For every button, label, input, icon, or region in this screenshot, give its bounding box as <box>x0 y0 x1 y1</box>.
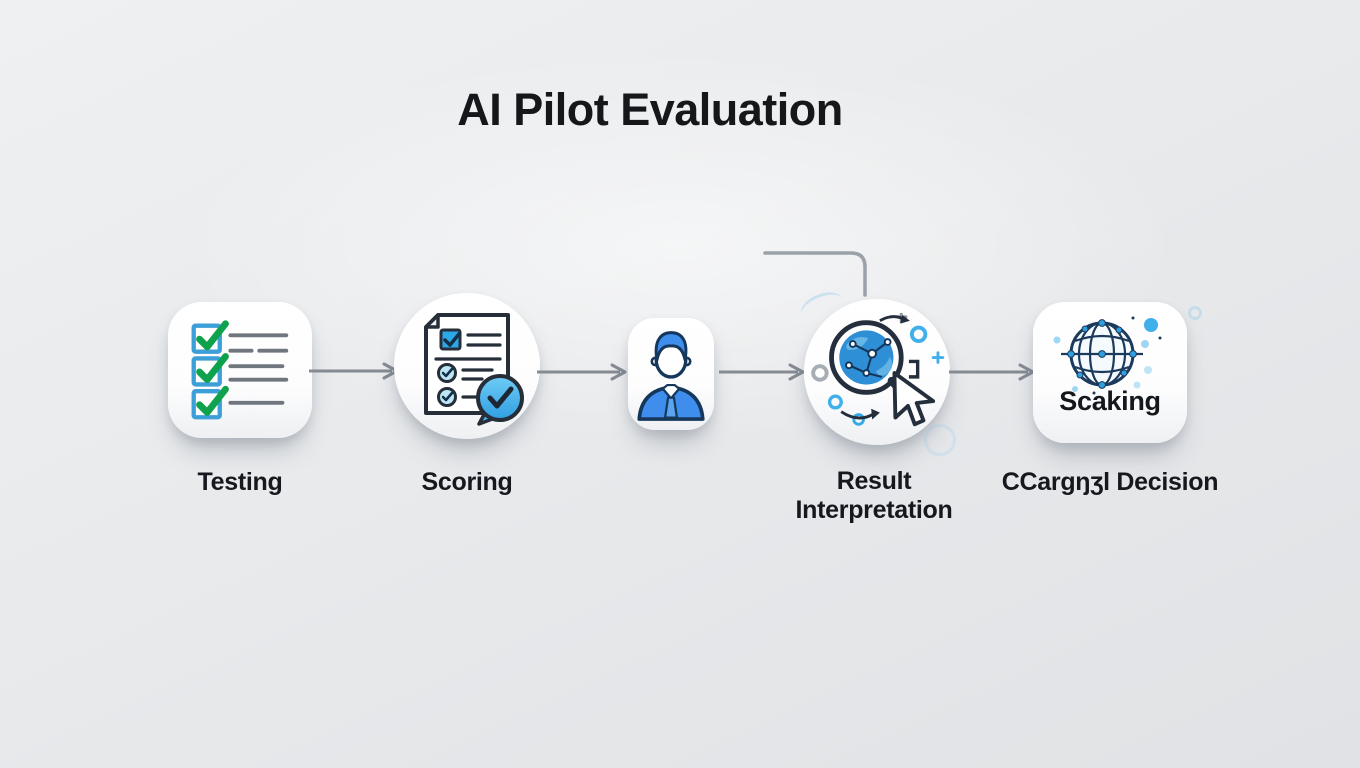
person-icon <box>637 331 705 421</box>
step-label-line-1: Result <box>836 467 912 495</box>
step-card-testing <box>168 302 312 438</box>
step-label-testing: Testing <box>197 468 283 496</box>
decor-ring-right-of-scaling <box>1188 306 1202 320</box>
step-label-scaling-decision: CCargŋʒl Decision <box>1001 468 1219 496</box>
step-card-scaling: Scaking <box>1033 302 1187 443</box>
flow-arrow-3 <box>719 363 805 381</box>
diagram-title: AI Pilot Evaluation <box>457 84 843 135</box>
flow-arrow-1 <box>309 362 399 380</box>
elbow-connector-line <box>763 251 867 297</box>
analysis-magnifier-icon <box>811 313 945 427</box>
document-review-icon <box>424 313 524 426</box>
flow-arrow-2 <box>537 363 627 381</box>
step-label-line-2: Interpretation <box>795 496 953 524</box>
network-globe-icon <box>1053 316 1162 395</box>
step-card-result-interpretation <box>804 299 950 445</box>
step-card-scoring <box>394 293 540 439</box>
flow-arrow-4 <box>949 363 1035 381</box>
checklist-icon <box>191 320 289 420</box>
step-label-result-interpretation: Result Interpretation <box>774 467 974 525</box>
scaling-card-text: Scaking <box>1059 386 1161 416</box>
step-label-scoring: Scoring <box>421 468 513 496</box>
step-card-reviewer <box>628 318 714 430</box>
